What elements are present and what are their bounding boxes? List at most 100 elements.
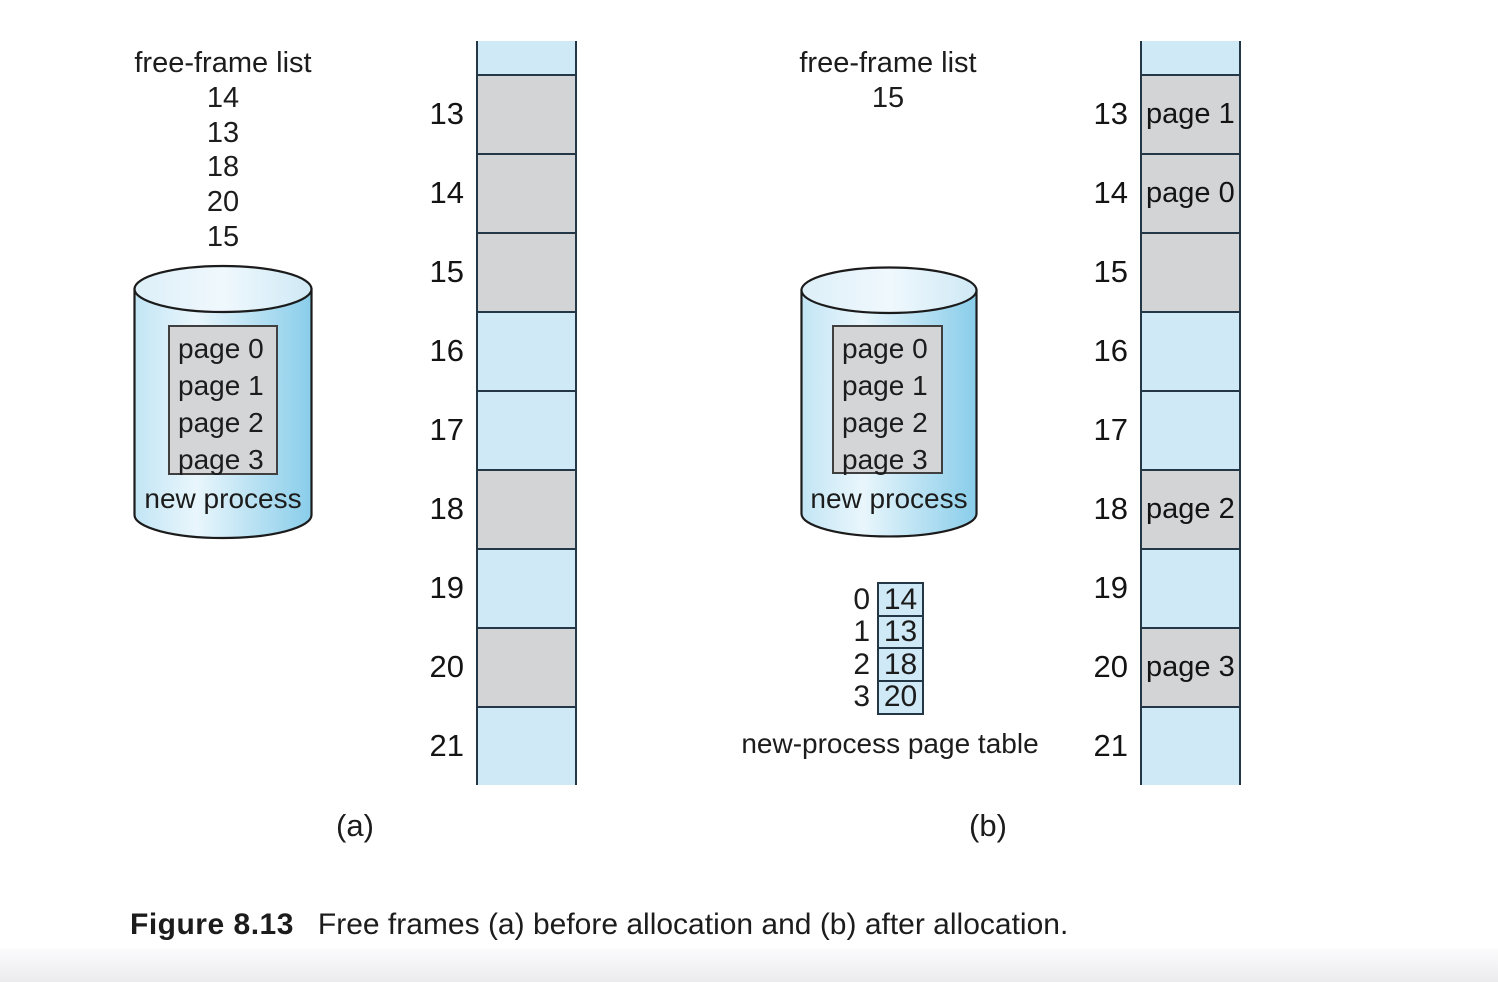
figure-caption-number: Figure 8.13: [130, 908, 294, 941]
page-table-index: 0: [853, 582, 870, 616]
memory-frame-row: 13: [418, 74, 577, 153]
page-table-frame-value: 13: [877, 614, 924, 650]
memory-frame-row: 17: [418, 390, 577, 469]
frame-number-label: 16: [1093, 332, 1128, 368]
frame-number-label: 20: [1093, 648, 1128, 684]
free-frame-number: 20: [206, 186, 240, 219]
free-frame-number: 14: [206, 82, 240, 114]
memory-frame-row: 20 page 3: [1082, 627, 1241, 706]
free-frame-list-title: free-frame list: [799, 47, 977, 79]
frame-number-label: 14: [1093, 174, 1128, 210]
free-frame-number: 15: [206, 220, 240, 253]
memory-frame: [476, 706, 577, 785]
page-table-index: 2: [853, 647, 870, 681]
memory-frame-row: 21: [418, 706, 577, 785]
memory-frame-row: 19: [1082, 548, 1241, 627]
frame-number-label: 15: [1093, 253, 1128, 289]
disk-page-label: page 3: [842, 444, 928, 475]
free-frame-number: 18: [206, 151, 240, 184]
memory-frame-row: 14 page 0: [1082, 153, 1241, 232]
free-frame-list-items: 15: [793, 81, 983, 116]
disk-pages-box: page 0 page 1 page 2 page 3: [832, 325, 943, 475]
memory-frame: [1140, 311, 1241, 390]
free-frame-list-b: free-frame list 15: [793, 46, 983, 116]
frame-number-label: 16: [429, 332, 464, 368]
disk-page-label: page 2: [842, 407, 928, 438]
frame-number-label: 18: [429, 490, 464, 526]
frame-number-label: 21: [429, 727, 464, 763]
frame-number-label: 13: [429, 95, 464, 131]
memory-frame-row: [1082, 41, 1241, 74]
memory-frame-allocated: page 2: [1140, 469, 1241, 548]
frame-number-label: 19: [429, 569, 464, 605]
memory-frame: [476, 153, 577, 232]
disk-label: new process: [144, 483, 302, 514]
free-frame-list-title: free-frame list: [134, 47, 312, 79]
frame-number-label: 21: [1093, 727, 1128, 763]
memory-frame-row: 16: [418, 311, 577, 390]
figure-caption-text: Free frames (a) before allocation and (b…: [317, 908, 1069, 941]
frame-number-label: 17: [1093, 411, 1128, 447]
memory-frame-row: 15: [418, 232, 577, 311]
memory-frame: [1140, 548, 1241, 627]
memory-frame: [1140, 390, 1241, 469]
page-table-index: 1: [853, 615, 870, 648]
memory-column-b: 13 page 1 14 page 0 15 16 17 18 page 2 19 20 page 3…: [1082, 41, 1241, 785]
memory-frame: [1140, 232, 1241, 311]
disk-page-label: page 2: [178, 407, 264, 438]
memory-frame-row: 16: [1082, 311, 1241, 390]
memory-frame: [1140, 706, 1241, 785]
panel-b-tag: (b): [969, 808, 1007, 843]
memory-frame-allocated: page 1: [1140, 74, 1241, 153]
memory-frame: [476, 390, 577, 469]
memory-frame: [476, 41, 577, 74]
page-table-caption: new-process page table: [741, 728, 1039, 759]
disk-page-label: page 3: [178, 444, 264, 475]
panel-a-tag: (a): [336, 808, 374, 843]
page-bottom-edge: [0, 948, 1498, 982]
page-table-frame-value: 14: [877, 582, 924, 617]
frame-number-label: 19: [1093, 569, 1128, 605]
memory-frame-row: 18 page 2: [1082, 469, 1241, 548]
memory-frame: [476, 74, 577, 153]
memory-frame-row: 13 page 1: [1082, 74, 1241, 153]
memory-frame-row: 20: [418, 627, 577, 706]
frame-number-label: [418, 41, 476, 74]
disk-label: new process: [810, 483, 968, 514]
frame-number-label: [1082, 41, 1140, 74]
memory-frame: [476, 548, 577, 627]
memory-frame-allocated: page 0: [1140, 153, 1241, 232]
figure-caption: Figure 8.13 Free frames (a) before alloca…: [130, 908, 1068, 942]
memory-column-a: 13 14 15 16 17 18 19 20 21: [418, 41, 577, 785]
memory-frame-allocated: page 3: [1140, 627, 1241, 706]
disk-page-label: page 1: [178, 370, 264, 401]
frame-number-label: 15: [429, 253, 464, 289]
memory-frame: [476, 311, 577, 390]
frame-number-label: 14: [429, 174, 464, 210]
memory-frame-row: 18: [418, 469, 577, 548]
free-frame-number: 15: [871, 82, 905, 114]
memory-frame-row: 17: [1082, 390, 1241, 469]
page-table-frame-value: 20: [877, 679, 924, 715]
disk-page-label: page 0: [842, 333, 928, 364]
memory-frame: [476, 627, 577, 706]
memory-frame-row: 19: [418, 548, 577, 627]
frame-number-label: 13: [1093, 95, 1128, 131]
frame-number-label: 18: [1093, 490, 1128, 526]
memory-frame-row: 15: [1082, 232, 1241, 311]
memory-frame-row: 14: [418, 153, 577, 232]
memory-frame-row: 21: [1082, 706, 1241, 785]
disk-page-label: page 1: [842, 370, 928, 401]
free-frame-number: 13: [206, 116, 240, 149]
memory-frame-row: [418, 41, 577, 74]
frame-number-label: 17: [429, 411, 464, 447]
memory-frame: [476, 469, 577, 548]
